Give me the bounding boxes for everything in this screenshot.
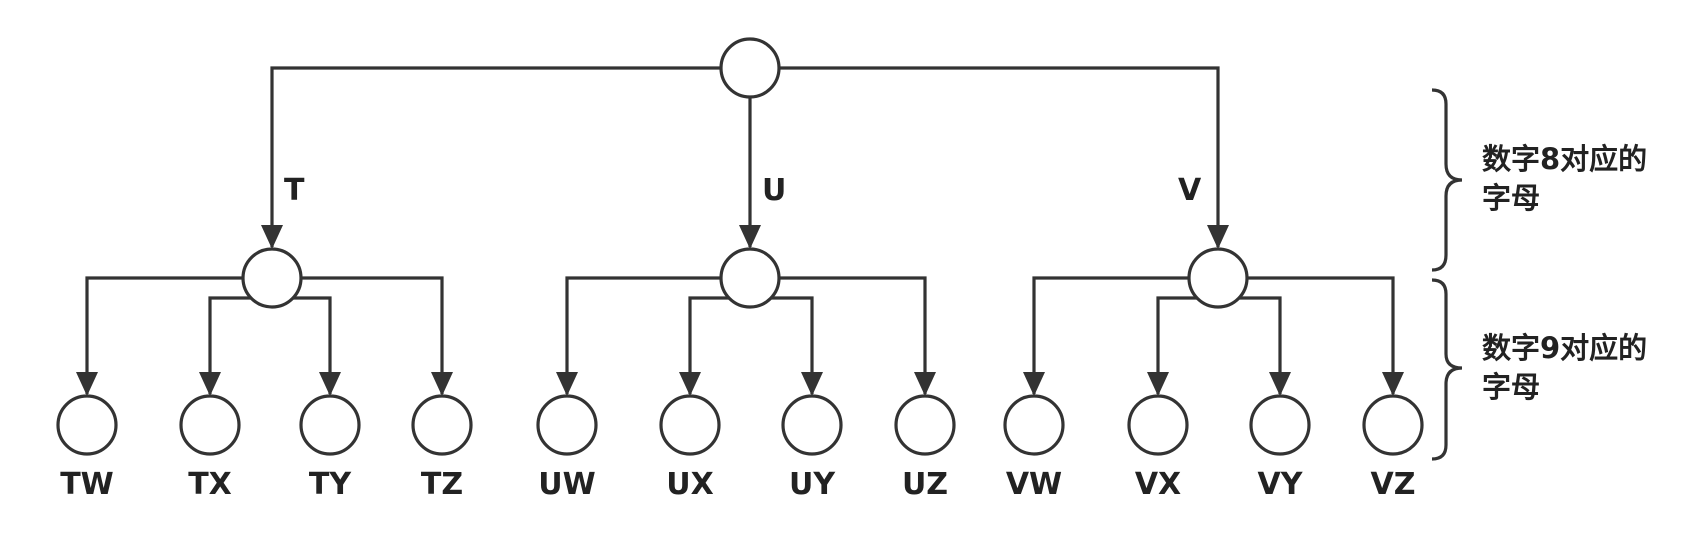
node-tx [179, 394, 241, 456]
arrowhead-u [739, 225, 761, 249]
edge-v-to-vw [1032, 276, 1189, 394]
edge-t-to-tx [208, 296, 268, 394]
edge-t-to-ty [276, 296, 332, 394]
node-ty [299, 394, 361, 456]
node-tw [56, 394, 118, 456]
root-node [719, 37, 781, 99]
leaf-label-tx: TX [188, 467, 232, 502]
leaf-label-vx: VX [1135, 467, 1181, 502]
edge-u-to-ux [688, 296, 746, 394]
edge-v-to-vx [1156, 296, 1214, 394]
arrowhead-tz [431, 372, 453, 396]
node-vz [1362, 394, 1424, 456]
brace-level-1 [1431, 88, 1463, 272]
edge-v-to-vy [1222, 296, 1282, 394]
arrowhead-vz [1382, 372, 1404, 396]
level-2-caption: 数字9对应的字母 [1482, 331, 1648, 404]
branch-label-u: U [762, 173, 786, 208]
node-tz [411, 394, 473, 456]
branch-label-t: T [284, 173, 305, 208]
edge-v-to-vz [1247, 276, 1395, 394]
arrowhead-uw [556, 372, 578, 396]
leaf-label-vy: VY [1258, 467, 1304, 502]
node-v [1187, 247, 1249, 309]
arrowhead-v [1207, 225, 1229, 249]
arrowhead-ty [319, 372, 341, 396]
node-t [241, 247, 303, 309]
edge-t-to-tz [301, 276, 444, 394]
arrowhead-tx [199, 372, 221, 396]
arrowhead-vy [1269, 372, 1291, 396]
leaf-label-ux: UX [666, 467, 714, 502]
node-vx [1127, 394, 1189, 456]
arrowhead-tw [76, 372, 98, 396]
edge-u-to-uy [754, 296, 814, 394]
edge-root-to-v [779, 66, 1220, 247]
node-vw [1003, 394, 1065, 456]
node-vy [1249, 394, 1311, 456]
leaf-label-tw: TW [60, 467, 114, 502]
node-uw [536, 394, 598, 456]
arrowhead-t [261, 225, 283, 249]
edge-u-to-uz [779, 276, 927, 394]
arrowhead-ux [679, 372, 701, 396]
brace-level-2 [1431, 278, 1463, 461]
tree-labels: T TW TX TY TZ U UW UX UY UZ V VW VX VY VZ [60, 173, 1415, 502]
edge-root-to-t [270, 66, 721, 247]
leaf-label-uz: UZ [902, 467, 948, 502]
edge-t-to-tw [85, 276, 243, 394]
leaf-label-tz: TZ [421, 467, 463, 502]
node-uz [894, 394, 956, 456]
level-braces [1431, 88, 1463, 461]
leaf-label-ty: TY [309, 467, 352, 502]
node-u [719, 247, 781, 309]
node-uy [781, 394, 843, 456]
leaf-label-uy: UY [789, 467, 836, 502]
arrowhead-uy [801, 372, 823, 396]
node-ux [659, 394, 721, 456]
edge-u-to-uw [565, 276, 721, 394]
level-1-caption: 数字8对应的字母 [1482, 142, 1648, 215]
leaf-label-vz: VZ [1371, 467, 1416, 502]
arrowhead-vx [1147, 372, 1169, 396]
leaf-label-vw: VW [1006, 467, 1062, 502]
arrowhead-uz [914, 372, 936, 396]
leaf-label-uw: UW [538, 467, 595, 502]
tree-nodes [56, 37, 1424, 456]
tree-edges [76, 66, 1404, 396]
branch-label-v: V [1178, 173, 1202, 208]
arrowhead-vw [1023, 372, 1045, 396]
